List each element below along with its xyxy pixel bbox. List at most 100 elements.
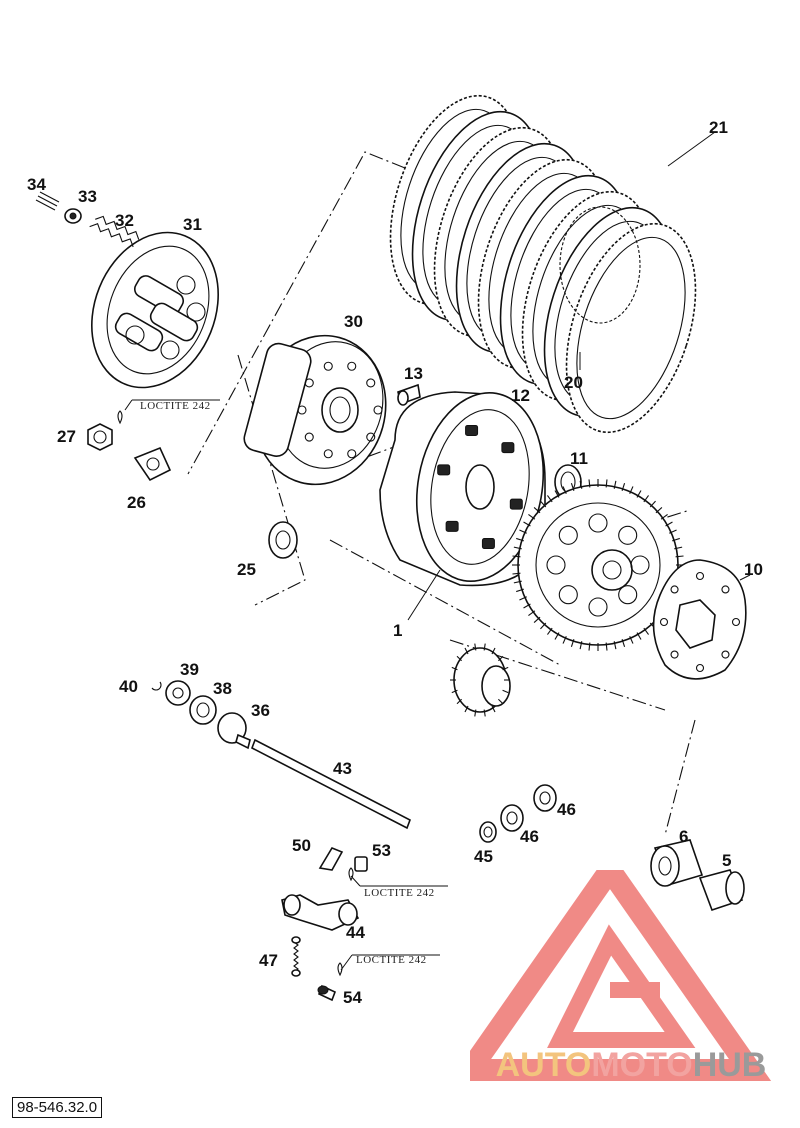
hub-hole <box>373 405 383 415</box>
callout-54: 54 <box>343 988 362 1007</box>
basket-slot <box>445 520 459 532</box>
gear-tooth <box>528 610 536 616</box>
callout-50: 50 <box>292 836 311 855</box>
gear-tooth <box>570 483 575 491</box>
drawing-reference-code: 98-546.32.0 <box>12 1097 103 1118</box>
gear-tooth <box>643 495 649 503</box>
small-gear-tooth <box>456 655 462 662</box>
gear-tooth <box>533 507 541 514</box>
brand-wordmark: AUTOMOTOHUB <box>470 1046 792 1085</box>
callout-21: 21 <box>709 118 728 137</box>
gear-tooth <box>643 627 649 635</box>
gear-tooth <box>513 546 522 550</box>
pressure-plate <box>91 231 219 389</box>
gear-tooth <box>512 555 521 558</box>
gear-tooth <box>588 479 591 488</box>
callout-53: 53 <box>372 841 391 860</box>
gear-lightening-hole <box>630 555 650 575</box>
gear-tooth <box>528 514 536 520</box>
gear-tooth <box>655 507 663 514</box>
gear-tooth <box>547 627 553 635</box>
small-gear-tooth <box>456 698 462 705</box>
callout-labels: 34 33 32 31 21 20 30 13 12 27 26 25 11 1… <box>27 118 763 1007</box>
gear-tooth <box>519 529 527 534</box>
gear-tooth <box>660 514 668 520</box>
basket-slot <box>501 442 515 454</box>
gear-tooth <box>621 639 626 647</box>
gear-tooth <box>629 486 634 494</box>
gear-lightening-hole <box>558 525 578 545</box>
callout-38: 38 <box>213 679 232 698</box>
brand-word-hub: HUB <box>692 1046 767 1084</box>
callout-10: 10 <box>744 560 763 579</box>
callout-30: 30 <box>344 312 363 331</box>
callout-40: 40 <box>119 677 138 696</box>
plate-hole <box>721 585 730 594</box>
gear-tooth <box>570 639 575 647</box>
basket-slot <box>481 538 495 550</box>
callout-5: 5 <box>722 851 731 870</box>
callout-47: 47 <box>259 951 278 970</box>
callout-43: 43 <box>333 759 352 778</box>
gear-tooth <box>540 500 547 508</box>
brand-word-moto: MOTO <box>591 1046 693 1084</box>
gear-tooth <box>636 632 642 640</box>
gear-tooth <box>516 588 524 593</box>
gear-lightening-hole <box>588 513 608 533</box>
small-gear-tooth <box>464 705 469 713</box>
plate-hole <box>695 663 705 673</box>
hub-hole <box>297 405 307 415</box>
callout-46-upper: 46 <box>557 800 576 819</box>
bearing-and-bushing <box>650 839 745 912</box>
small-gear-tooth <box>502 666 509 671</box>
callout-33: 33 <box>78 187 97 206</box>
callout-36: 36 <box>251 701 270 720</box>
plate-hole <box>721 650 730 659</box>
small-gear-tooth <box>474 643 477 651</box>
small-gear-tooth <box>491 705 496 713</box>
gear-tooth <box>540 622 547 630</box>
gear-lightening-hole <box>618 585 638 605</box>
loctite-markers <box>117 410 354 977</box>
loctite-note-bolt: LOCTITE 242 <box>356 954 427 966</box>
gear-lightening-hole <box>558 585 578 605</box>
hub-hole <box>366 378 376 388</box>
gear-tooth <box>512 572 521 575</box>
pin-bolt <box>397 383 421 406</box>
hub-hole <box>347 361 357 371</box>
gear-tooth <box>513 580 522 584</box>
gear-tooth <box>579 641 583 650</box>
gear-tooth <box>649 500 656 508</box>
gear-lightening-hole <box>588 597 608 617</box>
gear-tooth <box>613 480 617 489</box>
gear-lightening-hole <box>618 525 638 545</box>
gear-tooth <box>523 603 531 609</box>
needle-bearings <box>479 784 557 843</box>
loctite-note-nut: LOCTITE 242 <box>140 400 211 412</box>
small-gear <box>450 643 511 717</box>
gear-tooth <box>621 483 626 491</box>
gear-tooth <box>665 521 673 527</box>
clutch-disc-inner-edge <box>576 236 686 420</box>
gear-tooth <box>519 596 527 601</box>
brand-logo-mark <box>470 870 772 1081</box>
small-gear-tooth <box>474 709 477 717</box>
gear-tooth <box>562 486 567 494</box>
gear-tooth <box>516 537 524 542</box>
small-gear-tooth <box>451 689 458 694</box>
lever-assembly <box>281 847 368 1002</box>
gear-tooth <box>547 495 553 503</box>
callout-44: 44 <box>346 923 365 942</box>
gear-tooth <box>674 546 683 550</box>
callout-31: 31 <box>183 215 202 234</box>
gear-tooth <box>605 642 608 651</box>
plate-hole <box>695 571 705 581</box>
small-gear-tooth <box>498 698 504 705</box>
hub-hole <box>323 449 333 459</box>
small-gear-tooth <box>483 643 486 651</box>
basket-slot <box>437 464 451 476</box>
loctite-notes: LOCTITE 242 LOCTITE 242 LOCTITE 242 <box>140 400 434 966</box>
callout-45: 45 <box>474 847 493 866</box>
